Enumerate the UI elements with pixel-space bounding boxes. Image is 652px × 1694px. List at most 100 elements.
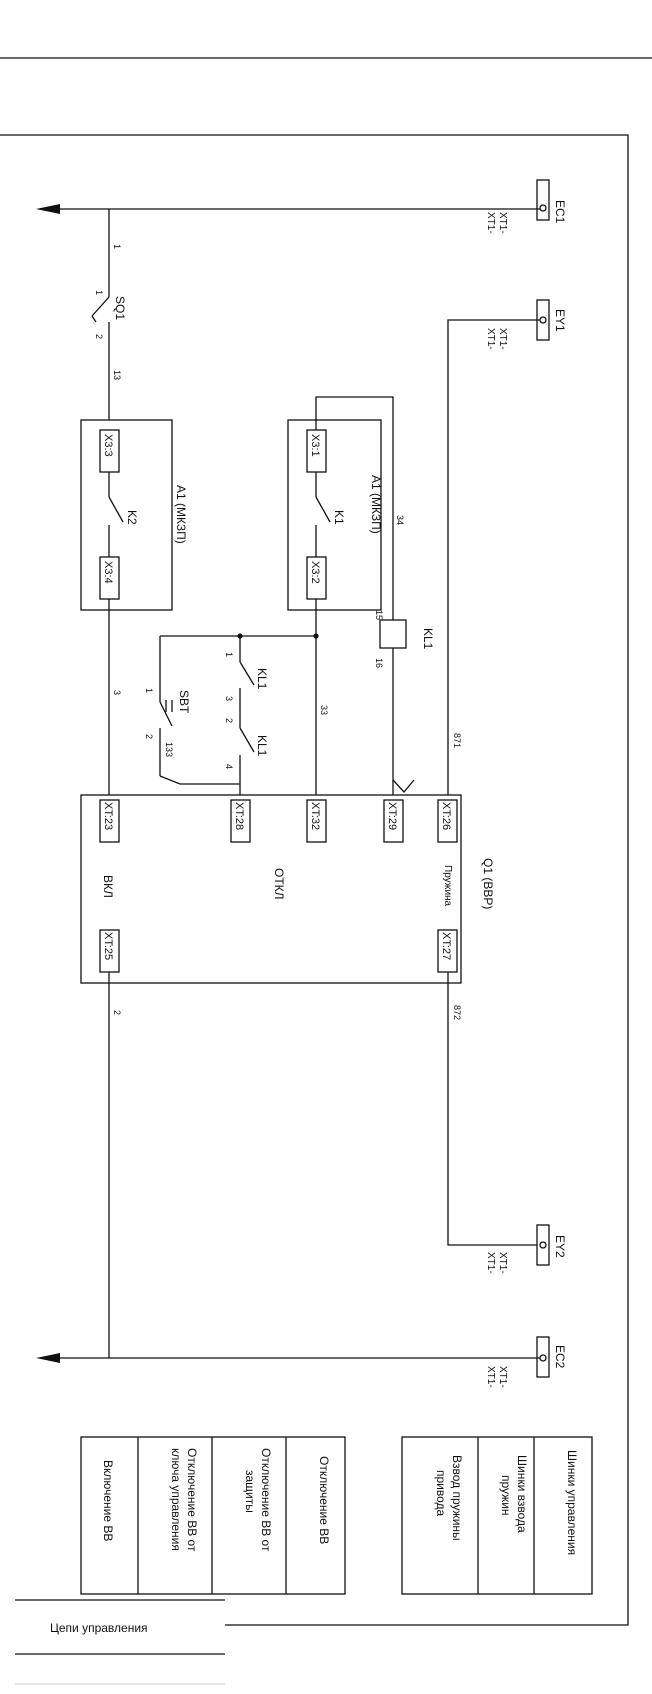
terminal-ec1-label: EC1 (553, 200, 567, 224)
contact-kl1-a-label: KL1 (255, 668, 269, 690)
terminal-ec2-label: EC2 (553, 1345, 567, 1369)
relay-kl1-coil: KL1 15 16 (374, 610, 435, 668)
svg-text:X3:4: X3:4 (102, 561, 114, 584)
pin-xt-32 (306, 799, 327, 843)
block-a1-k1-label: A1 (МКЗП) (369, 475, 383, 534)
drawing-frame (0, 134, 629, 1626)
terminal-ec2-xt: XT1- (497, 1366, 508, 1388)
junction-dot-1 (313, 633, 319, 639)
terminal-ec1-xt2: XT1- (485, 212, 496, 234)
terminal-ey2-xt2: XT1- (485, 1252, 496, 1274)
bus-ec2-arrow-icon (36, 1353, 60, 1363)
pin-xt-26 (437, 799, 458, 843)
wire-13-label: 13 (112, 370, 122, 380)
legend-row-off-key-1: Отключение ВВ от (185, 1448, 199, 1552)
relay-kl1-coil-pin-a: 15 (374, 610, 384, 620)
legend-row-spring-bus-1: Шинки взвода (515, 1455, 529, 1533)
limit-switch-sq1-pin1: 1 (94, 290, 104, 295)
terminal-ey1: EY1 XT1- XT1- (485, 299, 567, 350)
block-a1-k2-frame (80, 419, 173, 611)
svg-text:XT:29: XT:29 (386, 802, 398, 830)
legend-row-off: Отключение ВВ (317, 1456, 331, 1544)
svg-text:X3:1: X3:1 (309, 434, 321, 457)
wire-1-label: 1 (112, 244, 122, 249)
breaker-q1-on-label: ВКЛ (101, 875, 115, 898)
svg-text:XT:32: XT:32 (309, 802, 321, 830)
legend-row-on: Включение ВВ (101, 1460, 115, 1541)
contact-kl1-b-pin4: 4 (224, 764, 234, 769)
button-sbt: SBT 1 2 133 (144, 636, 240, 785)
breaker-q1-frame (80, 794, 462, 984)
button-sbt-pin1: 1 (144, 688, 154, 693)
svg-text:XT:25: XT:25 (102, 932, 114, 960)
svg-text:XT:28: XT:28 (233, 802, 245, 830)
legend-row-spring-bus-2: пружин (499, 1475, 513, 1516)
contact-kl1-a-pin3: 3 (224, 696, 234, 701)
terminal-ey1-label: EY1 (553, 309, 567, 332)
svg-text:X3:2: X3:2 (309, 561, 321, 584)
breaker-q1: XT:23 XT:28 XT:32 XT:29 XT:26 XT:25 XT:2… (80, 794, 495, 984)
terminal-ey2: EY2 XT1- XT1- (485, 1224, 567, 1274)
relay-kl1-coil-body (379, 619, 407, 649)
relay-k1-label: K1 (332, 510, 346, 525)
button-sbt-wire-133: 133 (164, 742, 174, 757)
contact-kl1-b-label: KL1 (255, 735, 269, 757)
contact-kl1-b-pin2: 2 (224, 718, 234, 723)
breaker-q1-spring-label: Пружина (442, 865, 453, 907)
relay-kl1-coil-label: KL1 (421, 628, 435, 650)
breaker-q1-off-label: ОТКЛ (272, 868, 286, 900)
legend-row-off-protection-2: защиты (243, 1470, 257, 1513)
terminal-ey2-label: EY2 (553, 1235, 567, 1258)
bus-ec1-arrow-icon (36, 204, 60, 214)
legend-row-spring-1: Взвод пружины (450, 1455, 464, 1541)
legend-left-table: Включение ВВ Отключение ВВ от ключа упра… (80, 1436, 346, 1595)
wire-872-label: 872 (452, 1005, 462, 1020)
wire-871 (447, 319, 540, 795)
pin-xt-23 (99, 799, 120, 843)
legend-row-off-protection-1: Отключение ВВ от (259, 1448, 273, 1552)
wire-2-label: 2 (112, 1010, 122, 1015)
title-block-text: Цепи управления (50, 1621, 148, 1635)
terminal-ec2-xt2: XT1- (485, 1366, 496, 1388)
block-a1-k2-label: A1 (МКЗП) (174, 485, 188, 544)
terminal-ey1-xt2: XT1- (485, 328, 496, 350)
relay-kl1-coil-pin-b: 16 (374, 658, 384, 668)
limit-switch-sq1-label: SQ1 (113, 296, 127, 320)
terminal-ec1-xt: XT1- (497, 212, 508, 234)
wire-872 (447, 972, 540, 1246)
wire-34 (315, 396, 394, 620)
contact-kl1-a: KL1 1 3 (224, 636, 269, 705)
svg-text:X3:3: X3:3 (102, 434, 114, 457)
button-sbt-label: SBT (177, 690, 191, 714)
legend-row-spring-2: привода (434, 1470, 448, 1517)
svg-text:XT:26: XT:26 (440, 802, 452, 830)
block-a1-k1: X3:1 X3:2 K1 A1 (МКЗП) (287, 419, 383, 611)
relay-k2-label: K2 (125, 510, 139, 525)
title-block: Цепи управления (15, 1599, 225, 1685)
block-a1-k2: X3:3 X3:4 K2 A1 (МКЗП) (80, 419, 188, 611)
wire-crossing (392, 779, 415, 793)
limit-switch-sq1-pin2: 2 (94, 334, 104, 339)
pin-xt-28 (230, 799, 251, 843)
contact-kl1-b: KL1 2 4 (224, 705, 269, 795)
wire-3-label: 3 (112, 690, 122, 695)
pin-xt-29 (383, 799, 404, 843)
limit-switch-sq1: SQ1 1 2 (91, 290, 127, 339)
terminal-ec1: EC1 XT1- XT1- (485, 179, 567, 234)
legend-row-control-bus: Шинки управления (565, 1450, 579, 1555)
wire-871-label: 871 (452, 733, 462, 748)
wire-33-label: 33 (319, 705, 329, 715)
terminal-ec2: EC2 XT1- XT1- (485, 1336, 567, 1388)
legend-right-table: Взвод пружины привода Шинки взвода пружи… (401, 1436, 593, 1595)
svg-text:XT:23: XT:23 (102, 802, 114, 830)
terminal-ey2-xt: XT1- (497, 1252, 508, 1274)
svg-text:XT:27: XT:27 (440, 932, 452, 960)
breaker-q1-label: Q1 (ВВР) (481, 858, 495, 909)
contact-kl1-a-pin1: 1 (224, 652, 234, 657)
button-sbt-pin2: 2 (144, 734, 154, 739)
legend-row-off-key-2: ключа управления (169, 1448, 183, 1551)
terminal-ey1-xt: XT1- (497, 328, 508, 350)
block-a1-k1-frame (287, 419, 382, 611)
wire-34-label: 34 (395, 515, 405, 525)
